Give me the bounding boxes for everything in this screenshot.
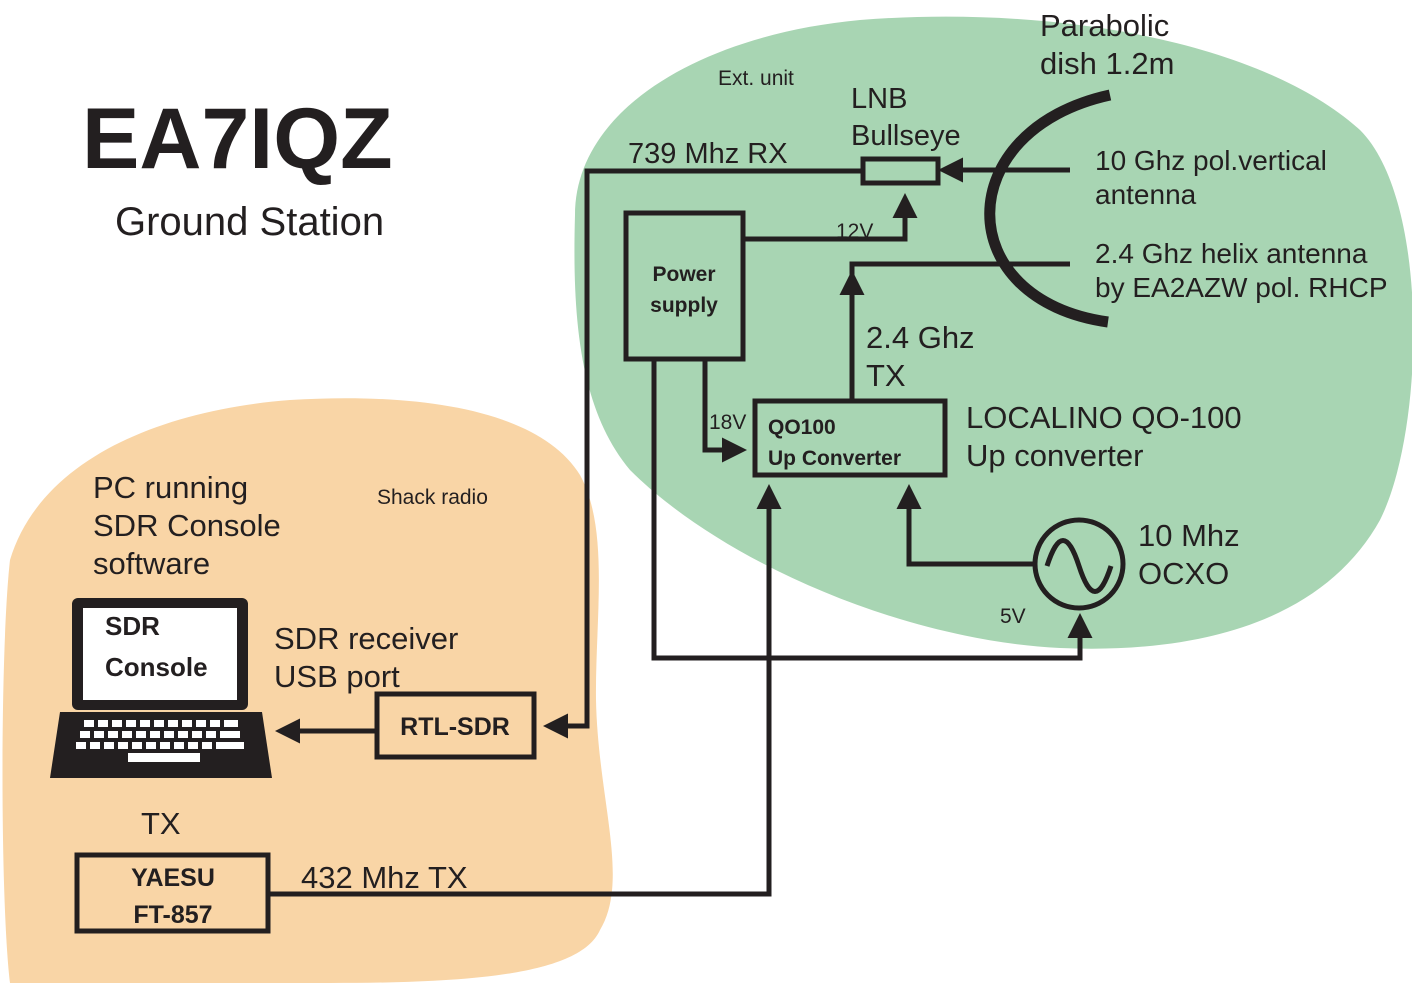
lnb-label-line2: Bullseye — [851, 120, 961, 152]
tx-24ghz-line2: TX — [866, 358, 906, 393]
yaesu-line2: FT-857 — [133, 901, 212, 929]
yaesu-box — [74, 852, 271, 934]
lnb-label-line1: LNB — [851, 83, 907, 115]
power-supply-line1: Power — [652, 263, 715, 286]
if-432-label: 432 Mhz TX — [301, 860, 468, 895]
rx-wire — [543, 168, 863, 739]
parabolic-dish — [984, 89, 1112, 328]
tx-24ghz-line1: 2.4 Ghz — [866, 320, 975, 355]
localino-label-line1: LOCALINO QO-100 — [966, 400, 1242, 435]
tx-24ghz-wire — [849, 261, 1070, 401]
rx-link-label: 739 Mhz RX — [628, 138, 788, 170]
dish-label-line1: Parabolic — [1040, 8, 1169, 43]
ocxo-label-line2: OCXO — [1138, 556, 1229, 591]
rtl-desc-line2: USB port — [274, 659, 400, 694]
up-converter-box — [752, 398, 948, 478]
if-432-wire — [268, 484, 782, 897]
vertical-antenna-line2: antenna — [1095, 179, 1197, 210]
power-5v-wire — [651, 359, 1093, 661]
lnb-block — [860, 156, 941, 186]
screen-label-line2: Console — [105, 652, 208, 682]
yaesu-line1: YAESU — [131, 864, 215, 892]
rtl-sdr-label: RTL-SDR — [400, 713, 510, 741]
sine-wave-icon — [1044, 538, 1114, 594]
pc-desc-line2: SDR Console — [93, 508, 281, 543]
up-converter-line2: Up Converter — [768, 447, 901, 470]
screen-label-line1: SDR — [105, 611, 160, 641]
rtl-sdr-box — [374, 691, 537, 760]
station-callsign: EA7IQZ — [82, 91, 393, 187]
power-supply-box — [623, 210, 746, 362]
power-12v-wire — [743, 193, 918, 242]
pc-desc-line1: PC running — [93, 470, 248, 505]
ext-unit-region — [574, 16, 1412, 649]
power-18v-label: 18V — [709, 411, 746, 434]
rtl-desc-line1: SDR receiver — [274, 621, 458, 656]
shack-region — [2, 398, 613, 983]
ext-unit-label: Ext. unit — [718, 67, 794, 90]
power-supply-line2: supply — [650, 294, 718, 317]
power-12v-label: 12V — [836, 220, 873, 243]
power-5v-label: 5V — [1000, 605, 1026, 628]
ocxo-label-line1: 10 Mhz — [1138, 518, 1240, 553]
station-subtitle: Ground Station — [115, 200, 384, 244]
vertical-antenna-line1: 10 Ghz pol.vertical — [1095, 145, 1327, 176]
localino-label-line2: Up converter — [966, 438, 1143, 473]
ocxo-ref-wire — [896, 484, 1035, 567]
shack-radio-label: Shack radio — [377, 486, 488, 509]
up-converter-line1: QO100 — [768, 416, 836, 439]
helix-antenna-line2: by EA2AZW pol. RHCP — [1095, 272, 1388, 303]
power-18v-wire — [702, 359, 747, 463]
dish-label-line2: dish 1.2m — [1040, 46, 1174, 81]
laptop-icon — [50, 598, 272, 778]
tx-label: TX — [141, 806, 181, 841]
helix-antenna-line1: 2.4 Ghz helix antenna — [1095, 238, 1368, 269]
pc-desc-line3: software — [93, 546, 210, 581]
